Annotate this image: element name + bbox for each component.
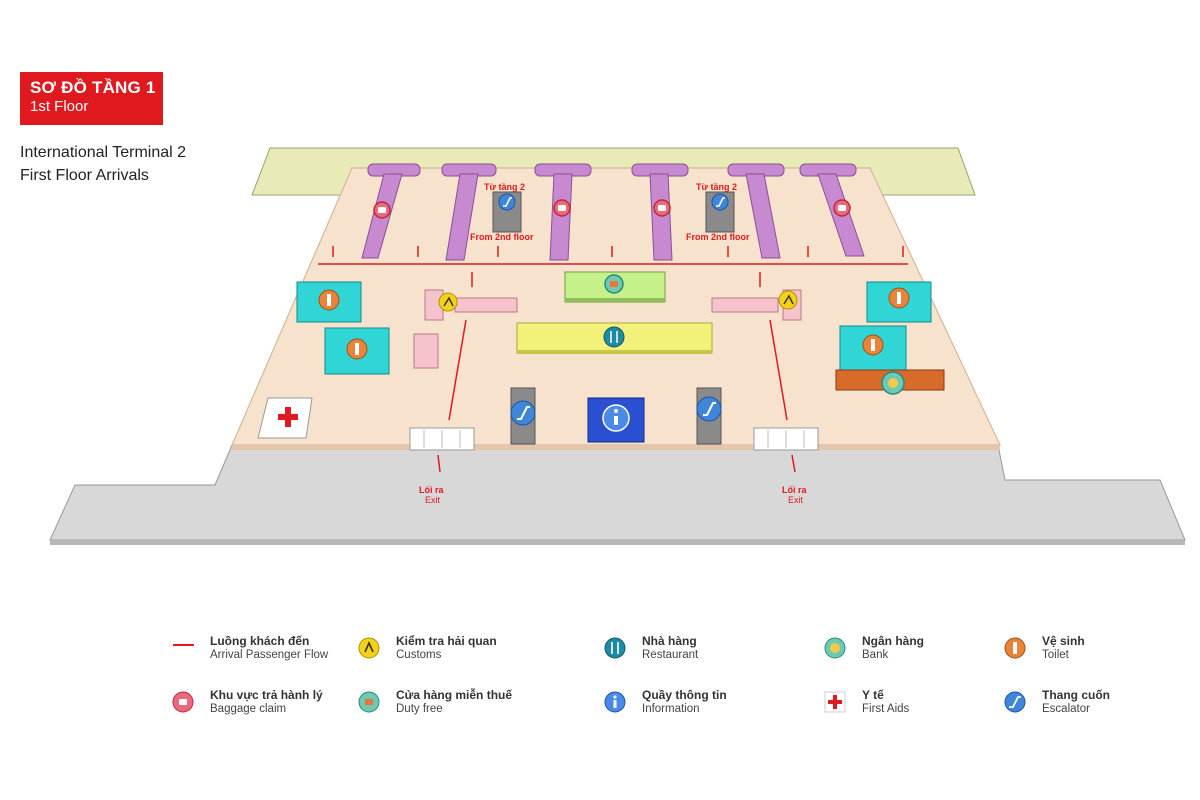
carousel-5 — [727, 163, 785, 259]
customs-icon — [358, 637, 380, 659]
exit-gate-left — [409, 427, 475, 451]
toilet-block-left-1 — [296, 281, 362, 323]
counter-kiosk — [413, 333, 439, 369]
exit-label-en: Exit — [788, 495, 804, 505]
customs-counter-right — [711, 289, 802, 321]
legend-arrival-flow: Luồng khách đến Arrival Passenger Flow — [172, 634, 342, 668]
escalator-bottom-right — [696, 387, 722, 445]
carousel-2 — [441, 163, 497, 261]
escalator-from-2nd-floor-left — [492, 191, 522, 233]
exit-label-en: Exit — [425, 495, 441, 505]
escalator-from-2nd-floor-right — [705, 191, 735, 233]
information-desk — [587, 397, 645, 443]
information-icon — [604, 691, 626, 713]
from-2nd-floor-label-vi: Từ tầng 2 — [484, 182, 525, 192]
exit-label-vi: Lối ra — [419, 485, 444, 495]
restaurant-icon — [603, 326, 625, 348]
customs-counter-left — [424, 289, 518, 321]
restaurant-icon — [604, 637, 626, 659]
curbside-road — [49, 444, 1186, 541]
restaurant-area — [516, 322, 713, 354]
arrival-flow-line-icon — [173, 644, 194, 646]
floor-badge: SƠ ĐỒ TẦNG 1 1st Floor — [20, 72, 163, 125]
first-aid-icon — [824, 691, 846, 713]
arrival-passenger-flow — [318, 246, 908, 473]
bank-counter — [835, 369, 945, 395]
customs-icon — [438, 292, 458, 312]
carousel-4 — [631, 163, 689, 261]
exit-label-vi: Lối ra — [782, 485, 807, 495]
toilet-block-right-2 — [839, 325, 907, 371]
escalator-icon — [498, 193, 516, 211]
legend-customs: Kiểm tra hải quan Customs — [358, 634, 528, 668]
toilet-icon — [1004, 637, 1026, 659]
baggage-claim-icon — [172, 691, 194, 713]
legend-baggage-claim: Khu vực trả hành lý Baggage claim — [172, 688, 342, 722]
escalator-icon — [1004, 691, 1026, 713]
from-2nd-floor-label-en: From 2nd floor — [686, 232, 750, 242]
duty-free-shop — [564, 271, 666, 303]
map-subtitle: International Terminal 2 First Floor Arr… — [20, 141, 186, 187]
exit-gate-right — [753, 427, 819, 451]
legend-information: Quầy thông tin Information — [604, 688, 774, 722]
bank-icon — [824, 637, 846, 659]
from-2nd-floor-label-en: From 2nd floor — [470, 232, 534, 242]
legend-restaurant: Nhà hàng Restaurant — [604, 634, 774, 668]
legend-first-aid: Y tế First Aids — [824, 688, 994, 722]
escalator-bottom-left — [510, 387, 536, 445]
escalator-icon — [711, 193, 729, 211]
legend-bank: Ngân hàng Bank — [824, 634, 994, 668]
floor-title-vi: SƠ ĐỒ TẦNG 1 — [30, 78, 156, 97]
carousel-3 — [534, 163, 592, 261]
first-aid-station — [257, 397, 313, 439]
from-2nd-floor-label-vi: Từ tầng 2 — [696, 182, 737, 192]
toilet-block-right-1 — [866, 281, 932, 323]
duty-free-icon — [358, 691, 380, 713]
legend-toilet: Vệ sinh Toilet — [1004, 634, 1154, 668]
legend-duty-free: Cửa hàng miễn thuế Duty free — [358, 688, 528, 722]
customs-icon — [778, 290, 798, 310]
legend-escalator: Thang cuốn Escalator — [1004, 688, 1154, 722]
toilet-block-left-2 — [324, 327, 390, 375]
floor-title-en: 1st Floor — [30, 98, 89, 115]
subtitle-line-2: First Floor Arrivals — [20, 167, 149, 184]
subtitle-line-1: International Terminal 2 — [20, 144, 187, 161]
